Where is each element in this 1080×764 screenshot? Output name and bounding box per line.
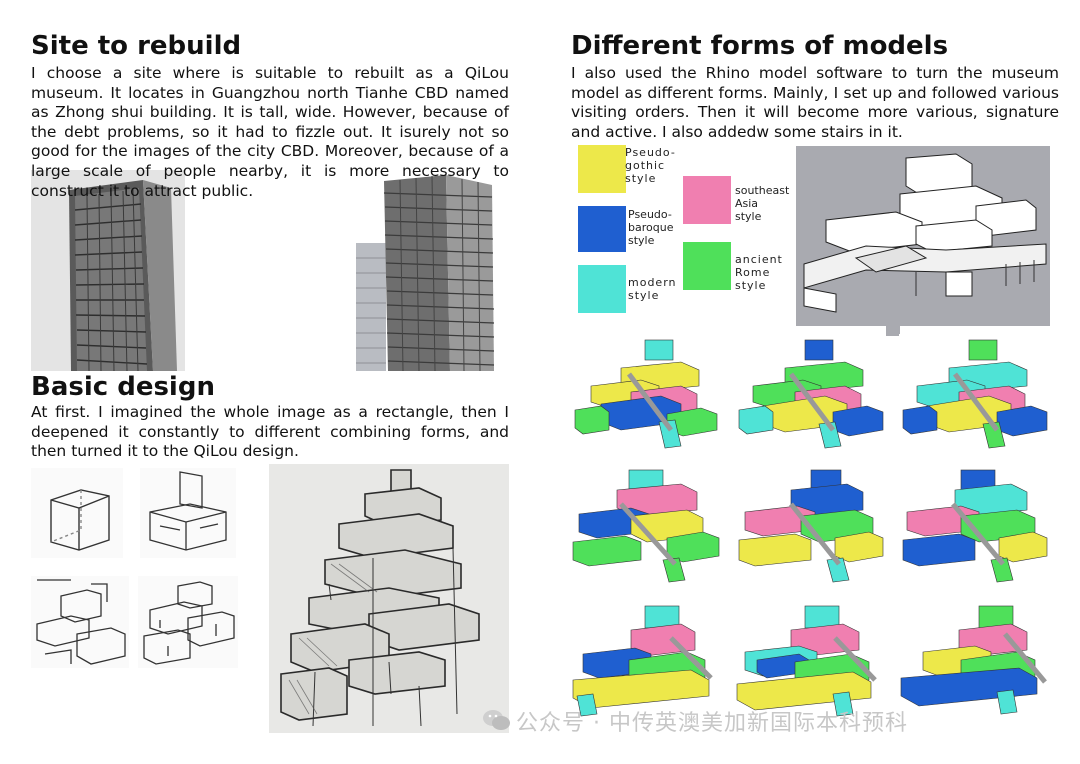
model-render-1 (571, 334, 722, 454)
model-render-8 (735, 598, 886, 718)
model-render-5 (735, 464, 886, 584)
sketch-combined-forms-a (31, 576, 129, 668)
model-render-9 (899, 598, 1050, 718)
model-render-3 (899, 334, 1050, 454)
legend-swatch-ancient-rome (683, 242, 731, 290)
model-render-2 (735, 334, 886, 454)
legend-label-pseudo-baroque: Pseudo- baroque style (628, 208, 674, 247)
model-render-4 (571, 464, 722, 584)
rhino-model-render (796, 146, 1050, 326)
basic-design-title: Basic design (31, 372, 215, 402)
tower-photo-right (354, 163, 498, 371)
legend-swatch-pseudo-baroque (578, 206, 626, 252)
legend-swatch-modern (578, 265, 626, 313)
basic-design-paragraph: At first. I imagined the whole image as … (31, 403, 509, 461)
model-render-7 (571, 598, 722, 718)
tower-photo-left (31, 170, 185, 371)
legend-label-modern: modern style (628, 276, 677, 302)
forms-paragraph: I also used the Rhino model software to … (571, 64, 1059, 141)
render-notch (886, 326, 900, 336)
site-title: Site to rebuild (31, 31, 242, 61)
site-paragraph: I choose a site where is suitable to reb… (31, 64, 509, 200)
legend-label-southeast-asia: southeast Asia style (735, 184, 790, 223)
wechat-icon (482, 708, 512, 732)
legend-label-pseudo-gothic: Pseudo- gothic style (625, 146, 676, 185)
forms-title: Different forms of models (571, 31, 949, 61)
sketch-combined-forms-b (138, 576, 238, 668)
sketch-cube (31, 468, 123, 558)
sketch-stacked-boxes (140, 468, 236, 558)
sketch-qilou-design (269, 464, 509, 733)
legend-label-ancient-rome: ancient Rome style (735, 253, 783, 292)
watermark-text: 公众号 · 中传英澳美加新国际本科预科 (516, 711, 908, 736)
legend-swatch-southeast-asia (683, 176, 731, 224)
legend-swatch-pseudo-gothic (578, 145, 626, 193)
model-render-6 (899, 464, 1050, 584)
